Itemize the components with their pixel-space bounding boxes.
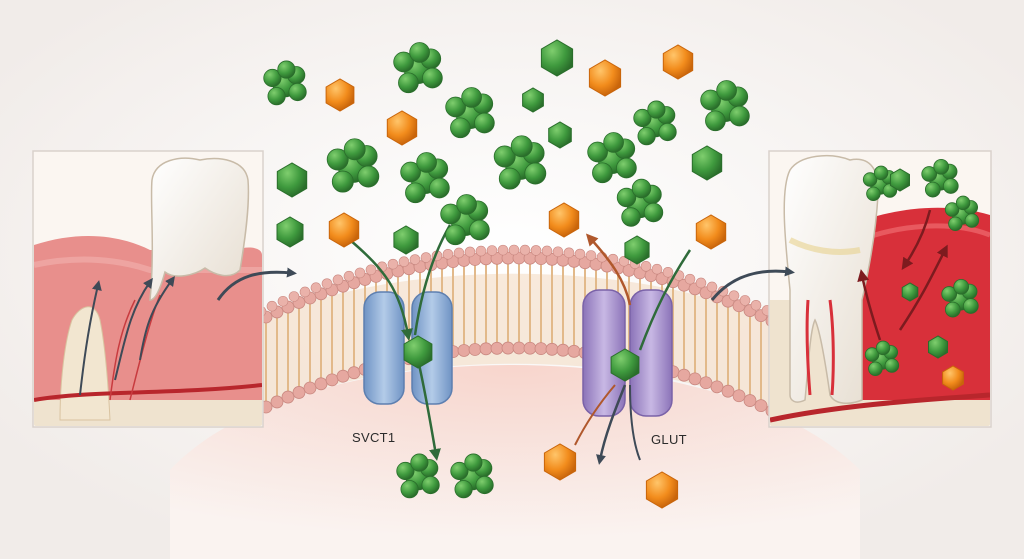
vitamin-c-molecule-icon: [616, 178, 664, 227]
glucose-molecule-icon: [548, 202, 580, 238]
vitamin-c-molecule-icon: [450, 453, 494, 499]
vitamin-c-molecule-icon: [493, 135, 547, 190]
cell-interior: [170, 365, 860, 559]
vitamin-c-molecule-icon: [396, 453, 440, 499]
vitamin-c-molecule-icon: [540, 39, 574, 77]
vitamin-c-molecule-icon: [587, 132, 637, 184]
vitamin-c-molecule-icon: [862, 165, 898, 202]
right-panel-arrow: [710, 266, 795, 301]
glucose-molecule-icon: [325, 78, 355, 112]
vitamin-c-molecule-icon: [276, 162, 308, 198]
glucose-molecule-icon: [588, 59, 622, 97]
vitamin-c-molecule-icon: [901, 282, 919, 302]
vitamin-c-molecule-icon: [522, 87, 544, 113]
vitamin-c-molecule-icon: [941, 278, 979, 318]
glucose-molecule-icon: [645, 471, 679, 509]
glucose-molecule-icon: [543, 443, 577, 481]
vitamin-c-molecule-icon: [400, 152, 450, 204]
vitamin-c-molecule-icon: [403, 335, 433, 369]
glucose-molecule-icon: [328, 212, 360, 248]
vitamin-c-molecule-icon: [548, 121, 572, 149]
vitamin-c-molecule-icon: [928, 335, 948, 359]
glut-label: GLUT: [651, 432, 687, 447]
vitamin-c-molecule-icon: [445, 87, 495, 139]
glucose-molecule-icon: [386, 110, 418, 146]
glucose-molecule-icon: [695, 214, 727, 250]
glucose-molecule-icon: [662, 44, 694, 80]
vitamin-c-molecule-icon: [326, 138, 380, 193]
vitamin-c-molecule-icon: [624, 235, 650, 265]
vitamin-c-molecule-icon: [691, 145, 723, 181]
left-panel-arrow: [216, 267, 297, 301]
molecule-field: [263, 39, 980, 509]
vitamin-c-molecule-icon: [393, 225, 419, 255]
healthy-tooth-icon: [32, 150, 264, 428]
glucose-molecule-icon: [942, 365, 964, 391]
vitamin-c-molecule-icon: [440, 194, 490, 246]
vitamin-c-molecule-icon: [890, 168, 910, 192]
vitamin-c-molecule-icon: [263, 60, 307, 106]
vitamin-c-molecule-icon: [276, 216, 304, 248]
vitamin-c-molecule-icon: [610, 348, 640, 382]
vitamin-c-molecule-icon: [921, 158, 959, 198]
vitamin-c-molecule-icon: [393, 42, 443, 94]
glut-transporter-icon: [582, 289, 673, 417]
svct1-label: SVCT1: [352, 430, 396, 445]
vitamin-c-molecule-icon: [864, 340, 900, 377]
vitamin-c-molecule-icon: [700, 80, 750, 132]
vitamin-c-molecule-icon: [633, 100, 677, 146]
vitamin-c-molecule-icon: [944, 195, 980, 232]
transport-arrows: [349, 224, 692, 465]
